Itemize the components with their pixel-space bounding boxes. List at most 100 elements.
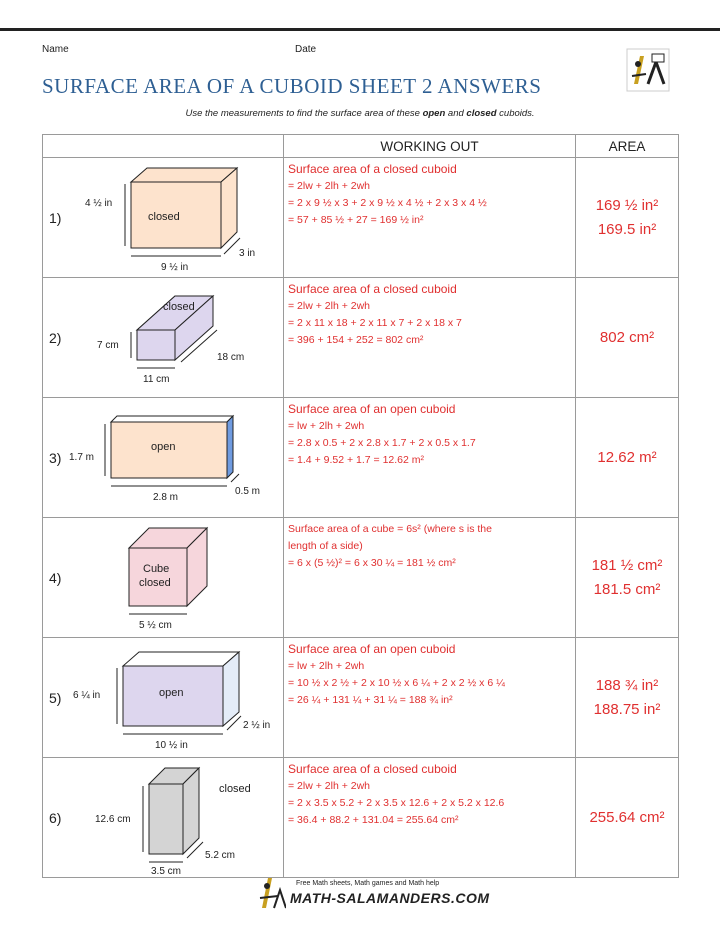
question-number: 3) — [49, 450, 62, 466]
question-row-4: 4) Cube closed 5 ½ cm Surface area of a … — [42, 517, 679, 638]
working-cell-6: Surface area of a closed cuboid = 2lw + … — [283, 757, 576, 878]
working-line: Surface area of a closed cuboid — [288, 762, 457, 776]
area-answer: 12.62 m² — [597, 448, 657, 466]
question-row-3: 3) open 1.7 m 2.8 m 0.5 m Surface area o… — [42, 397, 679, 518]
footer-tagline: Free Math sheets, Math games and Math he… — [296, 880, 440, 887]
cuboid-diagram-2: closed 7 cm 11 cm 18 cm — [97, 294, 244, 385]
salamander-logo-icon — [626, 48, 670, 92]
working-line: Surface area of a closed cuboid — [288, 162, 457, 176]
question-number: 5) — [49, 690, 62, 706]
working-line: Surface area of an open cuboid — [288, 642, 456, 656]
dim-length: 11 cm — [143, 374, 170, 385]
cube-diagram-4: Cube closed 5 ½ cm — [127, 526, 209, 631]
area-answer: 169 ½ in² — [595, 196, 659, 214]
shape-label: open — [151, 441, 175, 453]
working-line: Surface area of a closed cuboid — [288, 282, 457, 296]
working-cell-1: Surface area of a closed cuboid = 2lw + … — [283, 157, 576, 278]
working-line: length of a side) — [288, 540, 363, 552]
area-cell-5: 188 ¾ in² 188.75 in² — [575, 637, 679, 758]
working-line: = 1.4 + 9.52 + 1.7 = 12.62 m² — [288, 454, 425, 466]
dim-width: 5.2 cm — [205, 850, 235, 861]
question-number: 6) — [49, 810, 62, 826]
working-line: = 2 x 3.5 x 5.2 + 2 x 3.5 x 12.6 + 2 x 5… — [288, 797, 505, 809]
working-line: = lw + 2lh + 2wh — [288, 420, 365, 432]
working-cell-3: Surface area of an open cuboid = lw + 2l… — [283, 397, 576, 518]
diagram-cell-5: 5) open 6 ¼ in 10 ½ in 2 ½ in — [42, 637, 284, 758]
salamander-icon — [259, 878, 286, 909]
working-line: = 2lw + 2lh + 2wh — [288, 780, 371, 792]
working-line: Surface area of an open cuboid — [288, 402, 456, 416]
working-line: = 2lw + 2lh + 2wh — [288, 180, 371, 192]
area-answer: 255.64 cm² — [589, 808, 665, 826]
top-rule — [0, 0, 720, 31]
area-answer: 181.5 cm² — [593, 580, 661, 598]
working-cell-5: Surface area of an open cuboid = lw + 2l… — [283, 637, 576, 758]
shape-label: open — [159, 687, 183, 699]
dim-height: 1.7 m — [69, 452, 94, 463]
answers-table: WORKING OUT AREA 1) closed 4 ½ in 9 ½ in… — [42, 134, 679, 878]
working-line: = 2lw + 2lh + 2wh — [288, 300, 371, 312]
area-cell-2: 802 cm² — [575, 277, 679, 398]
area-answer: 188.75 in² — [593, 700, 661, 718]
working-cell-4: Surface area of a cube = 6s² (where s is… — [283, 517, 576, 638]
working-line: Surface area of a cube = 6s² (where s is… — [288, 523, 492, 535]
area-answer: 169.5 in² — [597, 220, 657, 238]
footer: Free Math sheets, Math games and Math he… — [256, 872, 489, 912]
dim-length: 9 ½ in — [161, 262, 188, 273]
dim-width: 0.5 m — [235, 486, 260, 497]
question-number: 2) — [49, 330, 62, 346]
area-cell-6: 255.64 cm² — [575, 757, 679, 878]
working-line: = 2.8 x 0.5 + 2 x 2.8 x 1.7 + 2 x 0.5 x … — [288, 437, 476, 449]
dim-height: 7 cm — [97, 340, 119, 351]
diagram-cell-6: 6) closed 12.6 cm 3.5 cm 5.2 cm — [42, 757, 284, 878]
working-line: = 396 + 154 + 252 = 802 cm² — [288, 334, 424, 346]
header-area: AREA — [575, 134, 679, 158]
area-answer: 181 ½ cm² — [591, 556, 663, 574]
working-line: = 2 x 11 x 18 + 2 x 11 x 7 + 2 x 18 x 7 — [288, 317, 462, 329]
diagram-cell-4: 4) Cube closed 5 ½ cm — [42, 517, 284, 638]
cuboid-diagram-3: open 1.7 m 2.8 m 0.5 m — [69, 414, 260, 503]
area-answer: 802 cm² — [599, 328, 655, 346]
dim-length: 10 ½ in — [155, 740, 188, 751]
dim-side: 5 ½ cm — [139, 620, 172, 631]
area-cell-1: 169 ½ in² 169.5 in² — [575, 157, 679, 278]
area-answer: 188 ¾ in² — [595, 676, 659, 694]
cuboid-diagram-6: closed 12.6 cm 3.5 cm 5.2 cm — [95, 766, 251, 874]
working-line: = 36.4 + 88.2 + 131.04 = 255.64 cm² — [288, 814, 459, 826]
diagram-cell-1: 1) closed 4 ½ in 9 ½ in 3 in — [42, 157, 284, 278]
working-line: = 26 ¼ + 131 ¼ + 31 ¼ = 188 ¾ in² — [288, 694, 453, 706]
question-row-1: 1) closed 4 ½ in 9 ½ in 3 in Surface are… — [42, 157, 679, 278]
area-cell-3: 12.62 m² — [575, 397, 679, 518]
question-number: 4) — [49, 570, 62, 586]
shape-label: closed — [139, 577, 171, 589]
question-row-5: 5) open 6 ¼ in 10 ½ in 2 ½ in Surface ar… — [42, 637, 679, 758]
question-row-6: 6) closed 12.6 cm 3.5 cm 5.2 cm Surface … — [42, 757, 679, 878]
shape-label: closed — [148, 211, 180, 223]
dim-width: 18 cm — [217, 352, 244, 363]
name-label: Name — [42, 44, 69, 55]
shape-label: closed — [219, 783, 251, 795]
header-blank — [42, 134, 284, 158]
dim-height: 12.6 cm — [95, 814, 131, 825]
date-label: Date — [295, 44, 317, 55]
shape-label: Cube — [143, 563, 169, 575]
working-line: = 57 + 85 ½ + 27 = 169 ½ in² — [288, 214, 424, 226]
working-cell-2: Surface area of a closed cuboid = 2lw + … — [283, 277, 576, 398]
dim-length: 3.5 cm — [151, 866, 181, 874]
dim-height: 4 ½ in — [85, 198, 112, 209]
cuboid-diagram-1: closed 4 ½ in 9 ½ in 3 in — [85, 166, 255, 273]
diagram-cell-2: 2) closed 7 cm 11 cm 18 cm — [42, 277, 284, 398]
diagram-cell-3: 3) open 1.7 m 2.8 m 0.5 m — [42, 397, 284, 518]
shape-label: closed — [163, 301, 195, 313]
footer-site[interactable]: MATH-SALAMANDERS.COM — [290, 890, 490, 906]
question-number: 1) — [49, 210, 62, 226]
working-line: = 6 x (5 ½)² = 6 x 30 ¼ = 181 ½ cm² — [288, 557, 456, 569]
area-cell-4: 181 ½ cm² 181.5 cm² — [575, 517, 679, 638]
instructions: Use the measurements to find the surface… — [185, 108, 535, 119]
working-line: = 2 x 9 ½ x 3 + 2 x 9 ½ x 4 ½ + 2 x 3 x … — [288, 197, 487, 209]
working-line: = 10 ½ x 2 ½ + 2 x 10 ½ x 6 ¼ + 2 x 2 ½ … — [288, 677, 505, 689]
question-row-2: 2) closed 7 cm 11 cm 18 cm Surface area … — [42, 277, 679, 398]
dim-width: 3 in — [239, 248, 255, 259]
dim-height: 6 ¼ in — [73, 689, 100, 701]
dim-width: 2 ½ in — [243, 720, 270, 731]
